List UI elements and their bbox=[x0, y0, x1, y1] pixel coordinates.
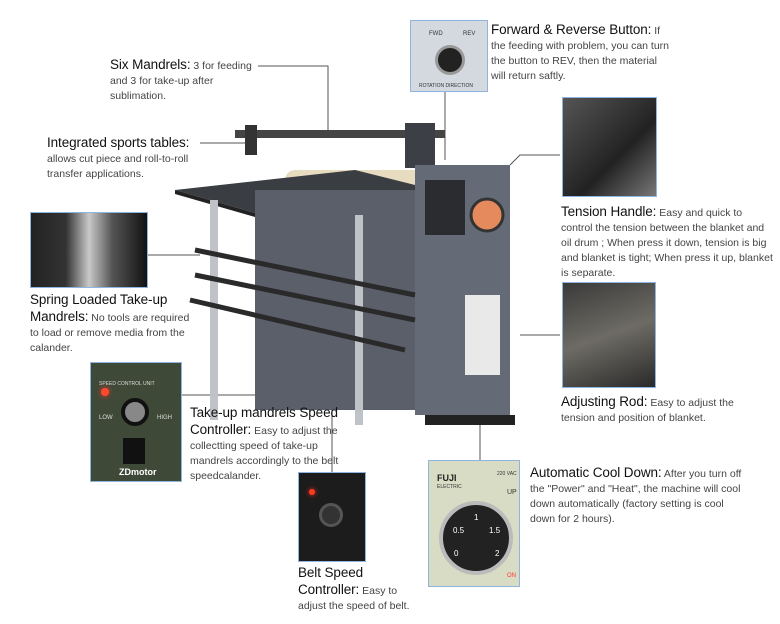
callout-text: 3 for feeding and 3 for take-up after su… bbox=[110, 60, 252, 102]
fuji-label: FUJI bbox=[437, 473, 457, 483]
dial-1: 1 bbox=[474, 513, 479, 522]
callout-title: Six Mandrels: bbox=[110, 57, 191, 72]
callout-takeup-speed: Take-up mandrels Speed Controller: Easy … bbox=[190, 405, 352, 484]
dial-0-5: 0.5 bbox=[453, 526, 465, 535]
dial-0: 0 bbox=[454, 549, 459, 558]
high-label: HIGH bbox=[157, 415, 172, 421]
fuji-timer-photo: FUJI ELECTRIC 220 VAC UP 0 0.5 1 1.5 2 O… bbox=[428, 460, 520, 587]
callout-text: After you turn off the "Power" and "Heat… bbox=[530, 468, 742, 525]
callout-title: Belt Speed Controller: bbox=[298, 565, 364, 597]
callout-title: Adjusting Rod: bbox=[561, 394, 648, 409]
callout-title: Forward & Reverse Button: bbox=[491, 22, 652, 37]
callout-spring-loaded: Spring Loaded Take-up Mandrels: No tools… bbox=[30, 292, 190, 356]
low-label: LOW bbox=[99, 415, 113, 421]
forward-reverse-switch-photo: FWD REV ROTATION DIRECTION bbox=[410, 20, 488, 92]
callout-text: Easy to adjust the collectting speed of … bbox=[190, 425, 339, 482]
callout-adjusting-rod: Adjusting Rod: Easy to adjust the tensio… bbox=[561, 394, 766, 426]
spring-loaded-mandrel-photo bbox=[30, 212, 148, 288]
callout-text: Easy to adjust the tension and position … bbox=[561, 397, 734, 424]
callout-title: Spring Loaded Take-up Mandrels: bbox=[30, 292, 168, 324]
heat-press-machine-image bbox=[175, 123, 515, 425]
brand-label: ZDmotor bbox=[119, 467, 157, 477]
on-label: ON bbox=[507, 573, 516, 579]
belt-speed-controller-photo bbox=[298, 472, 366, 562]
adjusting-rod-photo bbox=[562, 282, 656, 388]
electric-label: ELECTRIC bbox=[437, 484, 462, 490]
callout-sports-tables: Integrated sports tables: allows cut piec… bbox=[47, 135, 202, 182]
callout-belt-speed: Belt Speed Controller: Easy to adjust th… bbox=[298, 565, 418, 614]
callout-text: allows cut piece and roll-to-roll transf… bbox=[47, 153, 189, 180]
tension-handle-photo bbox=[562, 97, 657, 197]
rotation-label: ROTATION DIRECTION bbox=[419, 83, 473, 89]
callout-title: Integrated sports tables: bbox=[47, 135, 190, 150]
dial-1-5: 1.5 bbox=[489, 526, 501, 535]
callout-text: If the feeding with problem, you can tur… bbox=[491, 25, 670, 82]
speed-unit-label: SPEED CONTROL UNIT bbox=[99, 381, 155, 387]
callout-text: Easy to adjust the speed of belt. bbox=[298, 585, 410, 612]
callout-text: No tools are required to load or remove … bbox=[30, 312, 190, 354]
rev-label: REV bbox=[463, 31, 476, 37]
callout-six-mandrels: Six Mandrels: 3 for feeding and 3 for ta… bbox=[110, 57, 260, 104]
callout-title: Tension Handle: bbox=[561, 204, 657, 219]
vac-label: 220 VAC bbox=[497, 471, 517, 477]
dial-2: 2 bbox=[495, 549, 500, 558]
callout-title: Automatic Cool Down: bbox=[530, 465, 662, 480]
callout-text: Easy and quick to control the tension be… bbox=[561, 207, 773, 279]
up-label: UP bbox=[507, 489, 517, 496]
callout-tension-handle: Tension Handle: Easy and quick to contro… bbox=[561, 204, 776, 281]
fwd-label: FWD bbox=[429, 31, 443, 37]
speed-control-unit-photo: SPEED CONTROL UNIT LOW HIGH ZDmotor bbox=[90, 362, 182, 482]
callout-forward-reverse: Forward & Reverse Button: If the feeding… bbox=[491, 22, 673, 84]
callout-cool-down: Automatic Cool Down: After you turn off … bbox=[530, 465, 745, 527]
callout-title: Take-up mandrels Speed Controller: bbox=[190, 405, 338, 437]
